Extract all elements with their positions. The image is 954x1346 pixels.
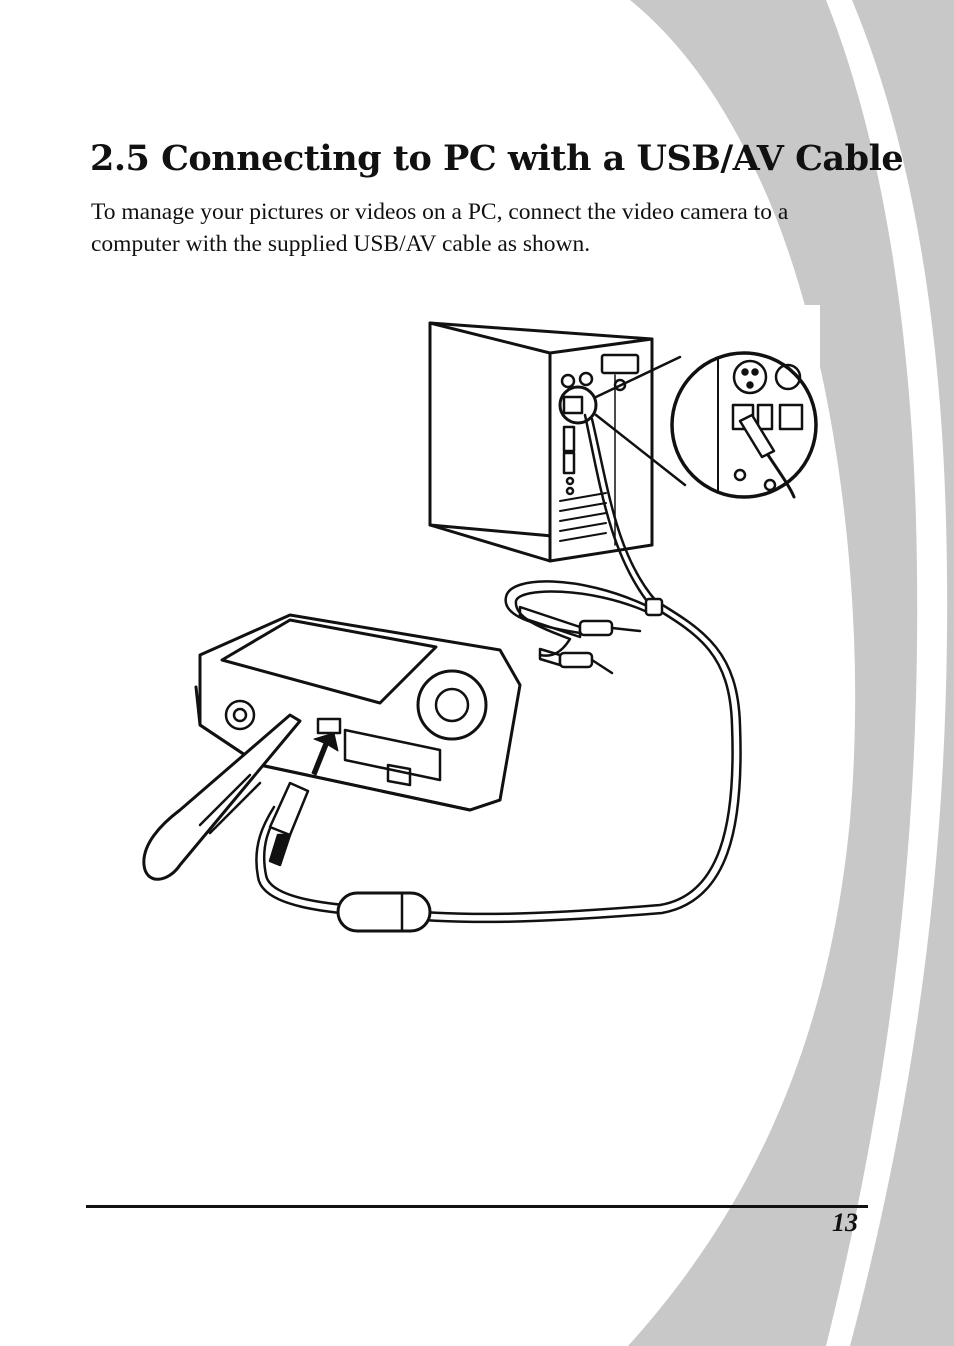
- av-plugs: [518, 605, 642, 675]
- intro-paragraph: To manage your pictures or videos on a P…: [91, 199, 789, 257]
- usb-av-cable: [255, 413, 742, 933]
- pc-tower: [428, 321, 654, 563]
- usb-port-zoom-callout: [594, 351, 818, 499]
- digital-camera: [142, 613, 522, 881]
- footer-rule: [86, 1205, 868, 1208]
- page-title: 2.5 Connecting to PC with a USB/AV Cable: [90, 138, 904, 179]
- page-number: 13: [832, 1208, 858, 1237]
- camera-to-pc-illustration: [142, 305, 820, 933]
